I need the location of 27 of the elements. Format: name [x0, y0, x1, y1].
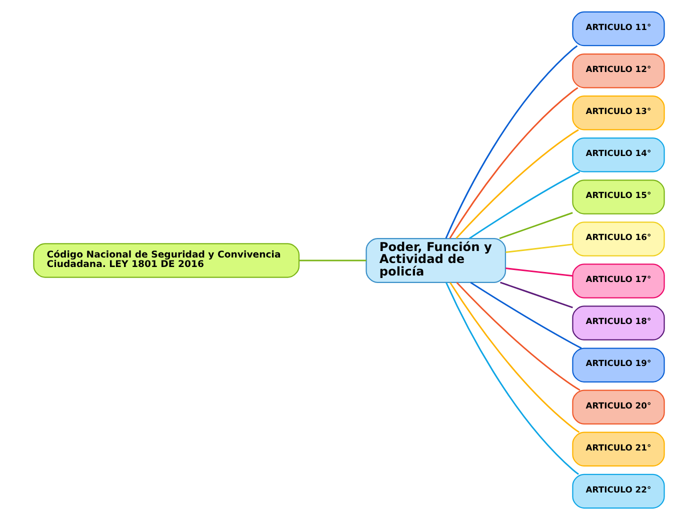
connector: [444, 45, 578, 239]
node-box: Código Nacional de Seguridad y Convivencia Ciudadana. LEY 1801 DE 2016: [32, 243, 300, 278]
node-box: ARTICULO 12°: [572, 53, 664, 88]
connector: [298, 260, 366, 262]
node-box: ARTICULO 22°: [572, 474, 664, 509]
connector: [498, 212, 572, 240]
node-box: ARTICULO 14°: [572, 138, 664, 172]
connector: [470, 282, 582, 349]
node-box: ARTICULO 21°: [572, 432, 664, 467]
node-box: ARTICULO 19°: [572, 348, 664, 382]
node-box: ARTICULO 13°: [572, 96, 664, 130]
node-box: ARTICULO 15°: [572, 180, 664, 214]
connector: [468, 171, 580, 240]
connector: [500, 282, 572, 308]
node-box: ARTICULO 11°: [572, 11, 664, 46]
connector: [449, 282, 580, 433]
node-box: Poder, Función y Actividad de policía: [365, 238, 506, 283]
node-box: ARTICULO 17°: [572, 264, 664, 298]
connector: [448, 87, 578, 239]
connector: [445, 282, 578, 475]
node-box: ARTICULO 20°: [572, 390, 664, 424]
node-box: ARTICULO 18°: [572, 306, 664, 340]
connector: [456, 282, 580, 391]
node-box: ARTICULO 16°: [572, 222, 664, 256]
connector: [505, 268, 572, 277]
connector: [505, 244, 572, 254]
connector: [455, 129, 578, 239]
